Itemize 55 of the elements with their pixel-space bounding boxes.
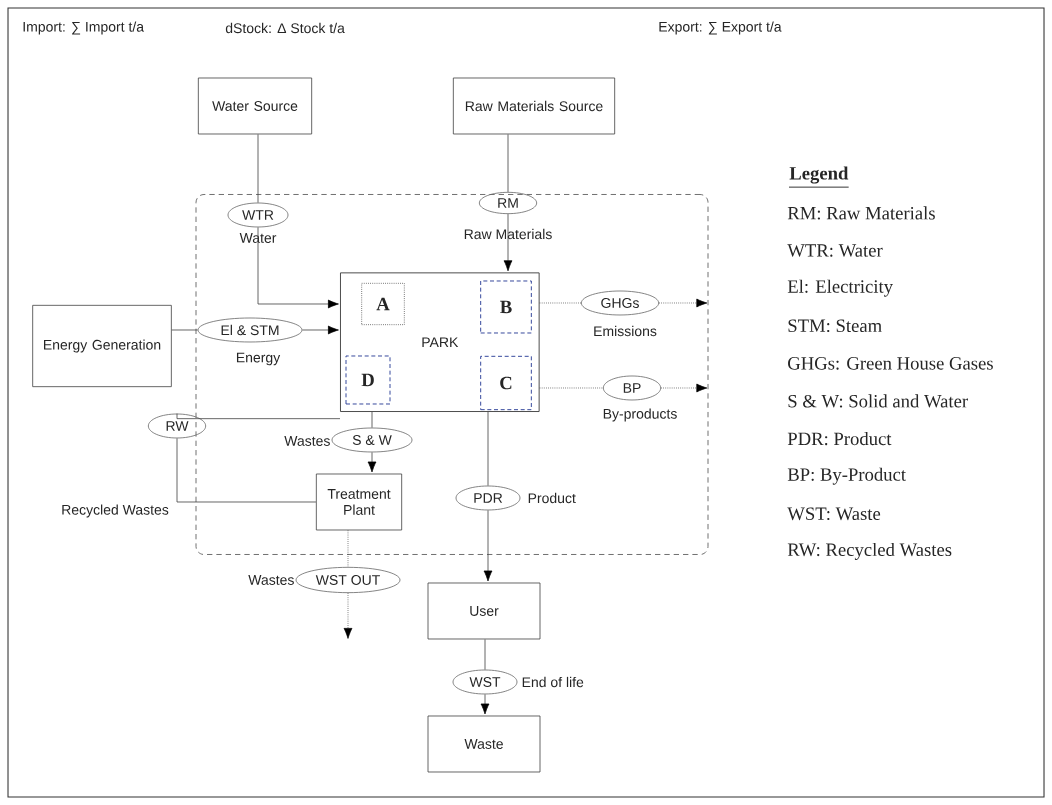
legend-entry: PDR: Product	[787, 431, 892, 446]
process-box: Waste	[427, 715, 541, 773]
legend-entry: STM: Steam	[788, 319, 882, 333]
arrow	[367, 452, 377, 473]
connector-line	[176, 438, 317, 503]
flow-label: Energy	[237, 352, 281, 366]
process-box: Treatment Plant	[315, 473, 403, 531]
header-note: dStock: Δ Stock t/a	[225, 22, 345, 34]
connector-line	[484, 639, 486, 670]
arrow	[302, 325, 339, 335]
flow-label: By-products	[603, 408, 677, 422]
header-note: Export: ∑ Export t/a	[659, 21, 782, 35]
process-box: User	[427, 582, 541, 640]
flow-label: Emissions	[594, 325, 657, 337]
connector-line	[176, 413, 341, 420]
process-box: Raw Materials Source	[452, 77, 616, 135]
connector-line	[539, 302, 582, 304]
legend-entry: GHGs: Green House Gases	[788, 357, 993, 370]
flow-label: Product	[528, 492, 576, 504]
connector-line	[487, 411, 489, 486]
arrow	[343, 592, 353, 639]
flow-label: Recycled Wastes	[62, 504, 169, 518]
zone-box: D	[345, 355, 391, 405]
process-box: Water Source	[197, 77, 313, 135]
arrow	[660, 383, 708, 393]
legend-entry: WTR: Water	[787, 244, 883, 257]
connector-line	[347, 530, 349, 568]
header-note: Import: ∑ Import t/a	[23, 21, 145, 35]
connector-line	[507, 134, 509, 193]
connector-line	[371, 411, 373, 428]
connector-line	[257, 134, 259, 203]
zone-box: B	[480, 280, 532, 334]
arrow	[658, 298, 708, 308]
flow-label: Wastes	[284, 436, 330, 446]
zone-box: A	[361, 282, 405, 326]
flow-label: Water	[239, 233, 277, 243]
connector-line	[171, 329, 198, 331]
legend-entry: S & W: Solid and Water	[788, 394, 968, 408]
legend-title: Legend	[789, 166, 849, 184]
arrow	[257, 227, 339, 309]
legend-entry: RW: Recycled Wastes	[787, 542, 952, 560]
flow-label: Wastes	[248, 575, 294, 585]
legend-entry: WST: Waste	[787, 507, 881, 521]
zone-box: C	[480, 355, 532, 411]
legend-entry: RM: Raw Materials	[787, 206, 935, 220]
process-box: Energy Generation	[32, 304, 172, 388]
connector-line	[539, 387, 604, 389]
flow-label: Raw Materials	[464, 228, 552, 240]
flow-label: End of life	[522, 676, 584, 688]
system-boundary	[195, 194, 709, 555]
arrow	[503, 213, 513, 272]
legend-entry: El: Electricity	[787, 279, 893, 297]
arrow	[480, 694, 490, 715]
legend-entry: BP: By-Product	[787, 467, 906, 485]
arrow	[483, 510, 493, 582]
